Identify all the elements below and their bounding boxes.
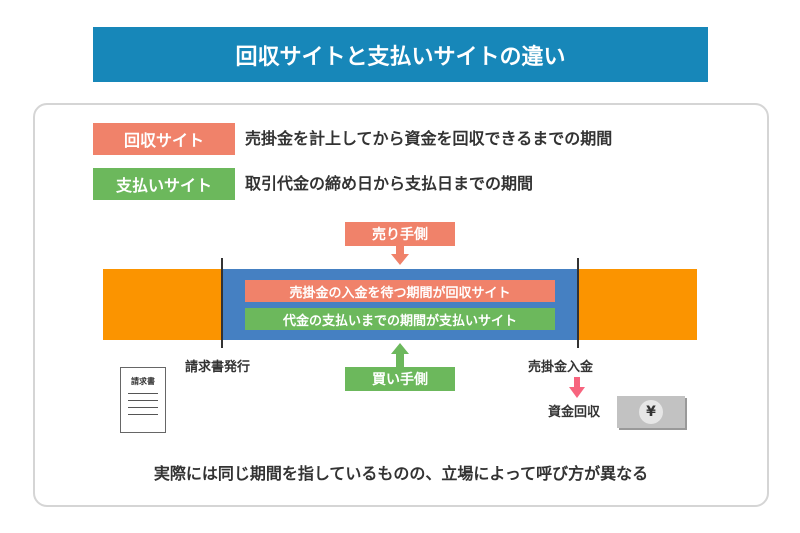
seller-tag: 売り手側	[345, 222, 455, 246]
collection-period-bar: 売掛金の入金を待つ期間が回収サイト	[245, 280, 555, 302]
receivable-received-label: 売掛金入金	[528, 360, 594, 375]
invoice-document-icon: 請求書	[120, 367, 166, 433]
content-card	[33, 103, 769, 507]
page-title: 回収サイトと支払いサイトの違い	[93, 27, 708, 82]
invoice-doc-title: 請求書	[131, 377, 155, 386]
up-arrow-icon	[391, 343, 409, 367]
start-marker	[221, 258, 223, 348]
fund-collection-label: 資金回収	[548, 405, 601, 420]
footer-note: 実際には同じ期間を指しているものの、立場によって呼び方が異なる	[153, 464, 649, 483]
pink-down-arrow-icon	[569, 377, 585, 398]
banknote-icon: ¥	[617, 396, 685, 428]
payment-site-label: 支払いサイト	[93, 168, 235, 200]
payment-site-definition: 取引代金の締め日から支払日までの期間	[245, 174, 534, 193]
down-arrow-icon	[391, 246, 409, 265]
end-marker	[577, 258, 579, 348]
yen-symbol: ¥	[639, 400, 663, 424]
payment-period-bar: 代金の支払いまでの期間が支払いサイト	[245, 308, 555, 330]
collection-site-label: 回収サイト	[93, 123, 235, 155]
invoice-issued-label: 請求書発行	[185, 360, 251, 375]
collection-site-definition: 売掛金を計上してから資金を回収できるまでの期間	[245, 129, 613, 148]
buyer-tag: 買い手側	[345, 367, 455, 391]
